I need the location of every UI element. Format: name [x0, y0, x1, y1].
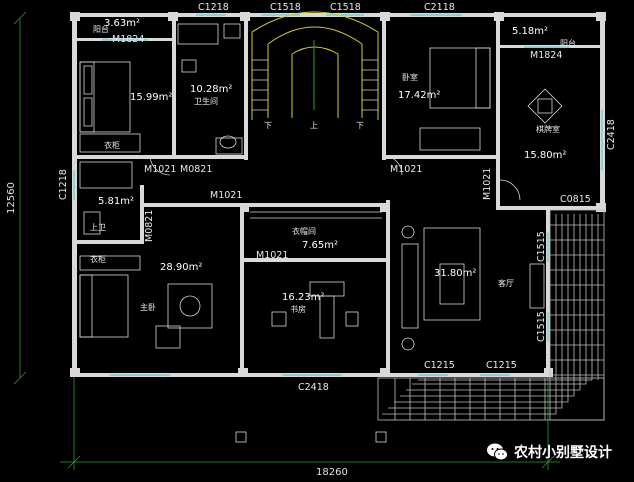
code-m1021-d: M1021 — [210, 190, 242, 201]
room-label-bathroom: 卫生间 — [194, 96, 218, 106]
terrace — [377, 209, 605, 421]
room-area-bedroom-left: 15.99m² — [130, 92, 172, 103]
room-area-living: 31.80m² — [434, 268, 476, 279]
code-c2418-bottom: C2418 — [298, 382, 329, 393]
code-m1021-c: M1021 — [482, 168, 493, 200]
dimension-labels: 12560 18260 — [6, 182, 348, 478]
dimension-width: 18260 — [316, 467, 348, 478]
room-area-cloakroom: 7.65m² — [302, 240, 338, 251]
code-c1215-a: C1215 — [424, 360, 455, 371]
room-label-bedroom-right: 卧室 — [402, 72, 418, 82]
code-m1021-a: M1021 — [144, 164, 176, 175]
room-label-study: 书房 — [290, 304, 306, 314]
code-m0821-a: M0821 — [180, 164, 212, 175]
room-label-living: 客厅 — [498, 278, 514, 288]
room-area-balcony-right: 5.18m² — [512, 26, 548, 37]
room-label-balcony-right: 阳台 — [560, 38, 576, 48]
code-m1824-right: M1824 — [530, 50, 562, 61]
room-label-mahjong: 棋牌室 — [536, 124, 560, 134]
stair-labels: 下 上 下 — [264, 121, 364, 130]
room-label-wardrobe-left: 衣柜 — [104, 140, 120, 150]
stair-label-down-right: 下 — [356, 121, 364, 130]
dimension-height: 12560 — [6, 182, 17, 214]
room-label-wardrobe-master: 衣柜 — [90, 254, 106, 264]
code-c1515-b: C1515 — [536, 311, 547, 342]
wechat-icon — [487, 443, 508, 461]
code-c1518-b: C1518 — [330, 2, 361, 13]
code-c2418-right: C2418 — [606, 119, 617, 150]
code-c1218-left: C1218 — [58, 169, 69, 200]
room-area-bedroom-right: 17.42m² — [398, 90, 440, 101]
room-area-study: 16.23m² — [282, 292, 324, 303]
room-area-bathroom: 10.28m² — [190, 84, 232, 95]
code-c1515-a: C1515 — [536, 231, 547, 262]
room-label-master-bedroom: 主卧 — [140, 302, 156, 312]
room-area-mahjong: 15.80m² — [524, 150, 566, 161]
code-c1218-top: C1218 — [198, 2, 229, 13]
windows — [73, 14, 603, 376]
furniture — [79, 23, 563, 443]
room-label-small-bath: 上卫 — [90, 223, 106, 232]
room-label-balcony-left: 阳台 — [93, 24, 109, 34]
room-area-master-bedroom: 28.90m² — [160, 262, 202, 273]
code-c2118: C2118 — [424, 2, 455, 13]
stair-label-up: 上 — [310, 121, 318, 130]
staircase — [251, 11, 379, 120]
room-area-balcony-left: 3.63m² — [104, 18, 140, 29]
brand-watermark: 农村小别墅设计 — [486, 440, 612, 464]
room-area-small-bath: 5.81m² — [98, 196, 134, 207]
stair-label-down-left: 下 — [264, 121, 272, 130]
code-c0815: C0815 — [560, 194, 591, 205]
code-c1518-a: C1518 — [270, 2, 301, 13]
code-m1021-b: M1021 — [390, 164, 422, 175]
code-m1021-e: M1021 — [256, 250, 288, 261]
room-labels: 阳台 3.63m² 15.99m² 衣柜 卫生间 10.28m² 卧室 17.4… — [90, 18, 576, 314]
opening-codes: C1218 C1518 C1518 C2118 M1824 M1824 C241… — [58, 2, 617, 393]
code-m1824-left: M1824 — [112, 34, 144, 45]
room-label-cloakroom: 衣帽间 — [292, 226, 316, 236]
brand-text: 农村小别墅设计 — [514, 445, 612, 461]
code-m0821-b: M0821 — [144, 210, 155, 242]
code-c1215-b: C1215 — [486, 360, 517, 371]
